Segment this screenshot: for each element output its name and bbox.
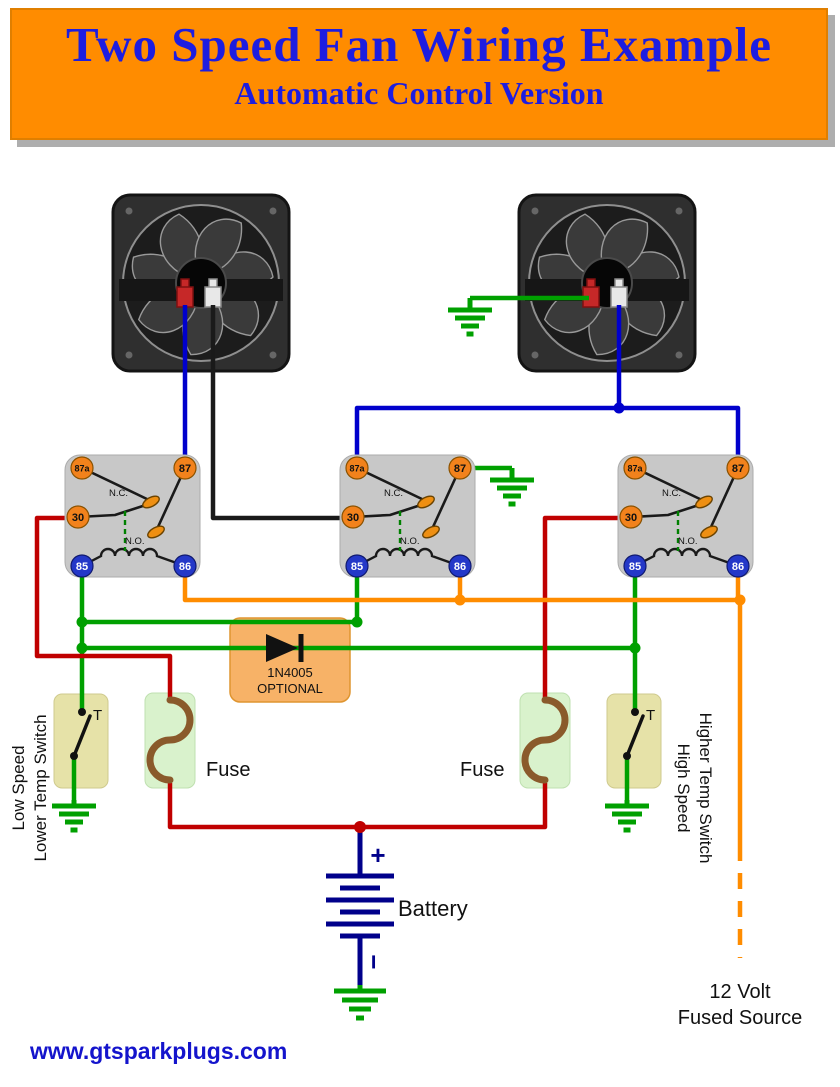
relay2-terminal-87a-label: 87a: [349, 464, 365, 474]
relay-nc-label: N.C.: [384, 488, 403, 499]
junction-green-3: [351, 616, 363, 628]
relay-high-speed: N.C. N.O. 87a 87 30 85 86: [617, 454, 754, 578]
relay1-terminal-30: [66, 505, 90, 529]
relay2-terminal-87: [448, 456, 472, 480]
page-title: Two Speed Fan Wiring Example: [66, 17, 772, 72]
source-label-line2: Fused Source: [678, 1007, 803, 1029]
relay2-terminal-30-label: 30: [347, 512, 359, 524]
ground-icon-relay2-87: [490, 468, 534, 507]
relay3-terminal-86: [726, 554, 750, 578]
relay1-terminal-87a: [70, 456, 94, 480]
wire-battery-to-fuses: [167, 783, 548, 830]
junction-green-2: [76, 642, 88, 654]
relay3-terminal-87a-label: 87a: [627, 464, 643, 474]
battery-plus-label: +: [370, 840, 385, 870]
relay-no-label: N.O.: [678, 536, 698, 547]
website-link[interactable]: www.gtsparkplugs.com: [30, 1038, 288, 1064]
relay-no-contact: [147, 525, 165, 539]
relay-nc-contact: [417, 495, 435, 509]
relay2-terminal-85: [345, 554, 369, 578]
wire-fan-left-negative-to-relay2-30: [210, 305, 353, 521]
relay-no-label: N.O.: [125, 536, 145, 547]
fuse-right-icon: [521, 696, 569, 784]
relay1-terminal-86: [173, 554, 197, 578]
relay2-terminal-87a: [345, 456, 369, 480]
junction-green-1: [76, 616, 88, 628]
relay3-terminal-30: [619, 505, 643, 529]
low-switch-speed-label: Low Speed: [9, 745, 28, 830]
low-temp-switch: T: [70, 707, 102, 760]
relay1-terminal-87-label: 87: [179, 463, 191, 475]
relay2-terminal-86: [448, 554, 472, 578]
fan-left-positive-terminal-block: [176, 286, 194, 308]
diode-note-label: OPTIONAL: [257, 681, 323, 696]
relay2-terminal-85-label: 85: [351, 561, 363, 573]
diode-1n4005: 1N4005 OPTIONAL: [257, 634, 323, 696]
relay-series-ground: N.C. N.O. 87a 87 30 85 86: [339, 454, 476, 578]
fan-left: [111, 193, 291, 373]
ground-icon-low-switch: [52, 800, 96, 833]
relay-no-contact: [422, 525, 440, 539]
fan-left-negative-terminal-block: [204, 286, 222, 308]
junction-orange-2: [734, 594, 746, 606]
junction-battery: [354, 821, 366, 833]
high-switch-t-label: T: [646, 707, 655, 724]
relay-nc-contact: [695, 495, 713, 509]
wire-relay2-87a-to-relay3-87: [354, 405, 741, 468]
relay1-terminal-30-label: 30: [72, 512, 84, 524]
diode-part-label: 1N4005: [267, 665, 313, 680]
relay3-terminal-85: [623, 554, 647, 578]
relay2-terminal-86-label: 86: [454, 561, 466, 573]
fuse-left-label: Fuse: [206, 759, 250, 781]
battery-label: Battery: [398, 896, 468, 921]
relay3-terminal-85-label: 85: [629, 561, 641, 573]
relay3-terminal-87-label: 87: [732, 463, 744, 475]
page-subtitle: Automatic Control Version: [234, 75, 604, 111]
ground-icon-battery: [334, 985, 386, 1021]
junction-blue: [613, 402, 625, 414]
ground-icon-high-switch: [605, 800, 649, 833]
relay1-terminal-86-label: 86: [179, 561, 191, 573]
junction-green-4: [629, 642, 641, 654]
wire-fuse-left-to-relay1-30: [34, 515, 173, 700]
relay-nc-contact: [142, 495, 160, 509]
relay1-terminal-87: [173, 456, 197, 480]
relay3-terminal-87: [726, 456, 750, 480]
fuse-right-label: Fuse: [460, 759, 504, 781]
battery: + − Battery: [326, 827, 468, 985]
header-banner: Two Speed Fan Wiring Example Automatic C…: [10, 8, 828, 140]
relay-nc-label: N.C.: [109, 488, 128, 499]
relay-low-speed: N.C. N.O. 87a 87 30 85 86: [64, 454, 201, 578]
low-switch-t-label: T: [93, 707, 102, 724]
battery-minus-label: −: [359, 954, 389, 969]
relay2-terminal-87-label: 87: [454, 463, 466, 475]
relay-no-label: N.O.: [400, 536, 420, 547]
relay-nc-label: N.C.: [662, 488, 681, 499]
relay2-terminal-30: [341, 505, 365, 529]
wire-fuse-right-to-relay3-30: [542, 515, 631, 700]
fuse-left-icon: [146, 696, 194, 784]
high-switch-name-label: Higher Temp Switch: [696, 713, 715, 864]
fan-right: [517, 193, 697, 373]
diode-anode-icon: [266, 634, 298, 662]
relay1-terminal-85-label: 85: [76, 561, 88, 573]
relay3-terminal-87a: [623, 456, 647, 480]
high-switch-speed-label: High Speed: [674, 744, 693, 833]
relay3-terminal-30-label: 30: [625, 512, 637, 524]
relay-no-contact: [700, 525, 718, 539]
relay3-terminal-86-label: 86: [732, 561, 744, 573]
high-temp-switch: T: [623, 707, 655, 760]
relay1-terminal-87a-label: 87a: [74, 464, 90, 474]
ground-icon-fan-right: [448, 298, 492, 337]
low-switch-name-label: Lower Temp Switch: [31, 714, 50, 861]
junction-orange-1: [454, 594, 466, 606]
relay1-terminal-85: [70, 554, 94, 578]
diode-box: [229, 617, 351, 703]
fan-right-positive-terminal-block: [610, 286, 628, 308]
source-label-line1: 12 Volt: [709, 981, 771, 1003]
